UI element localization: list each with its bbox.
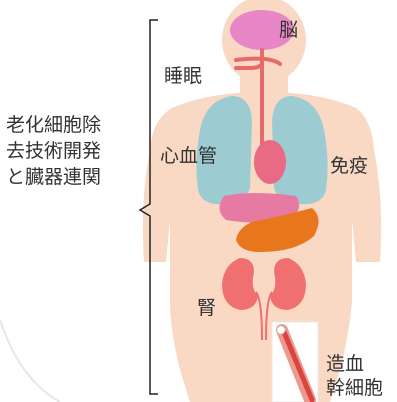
immunity-label: 免疫 (330, 154, 368, 178)
cardiovascular-label: 心血管 (160, 144, 217, 168)
sleep-label: 睡眠 (164, 64, 202, 88)
background-arc (0, 320, 60, 402)
left-label: 老化細胞除 去技術開発 と臓器連関 (6, 112, 132, 190)
left-label-line-3: と臓器連関 (6, 164, 132, 190)
brain-label: 脳 (279, 18, 298, 42)
left-label-line-1: 老化細胞除 (6, 112, 132, 138)
hematopoietic-label-line-1: 造血 (326, 352, 364, 376)
kidney-label: 腎 (197, 296, 216, 320)
heart-icon (254, 140, 286, 184)
left-label-line-2: 去技術開発 (6, 138, 132, 164)
bone-marrow-icon (272, 322, 318, 402)
hematopoietic-label-line-2: 幹細胞 (326, 376, 383, 400)
